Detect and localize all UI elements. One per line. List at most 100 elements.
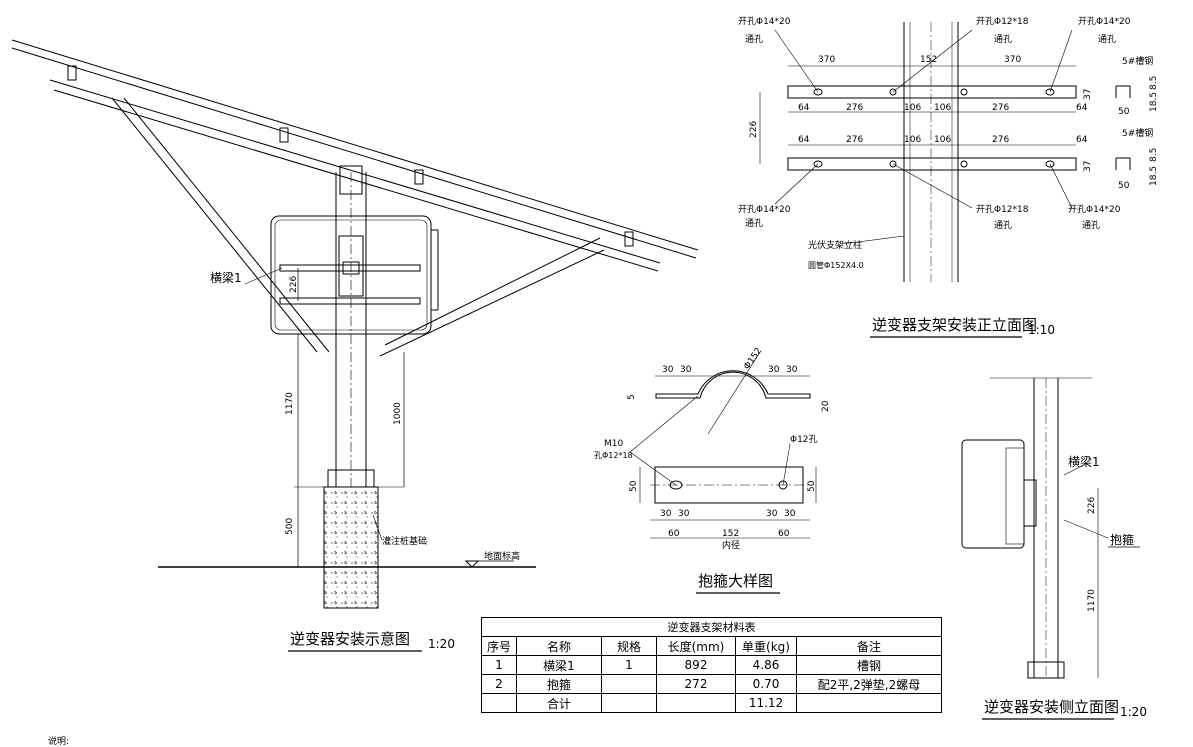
- table-cell: [656, 693, 736, 713]
- front-elevation-text: 开孔Φ14*20 通孔 开孔Φ12*18 通孔 开孔Φ14*20 通孔 开孔Φ1…: [738, 16, 1159, 338]
- front-dim-37-a: 37: [1083, 89, 1093, 100]
- front-dim-106-c: 106: [904, 135, 921, 145]
- main-view-text: 横梁1 226 1170 1000 500 灌注桩基础 地面标高 逆变器安装示意…: [210, 270, 520, 652]
- clamp-profile: [655, 370, 811, 399]
- front-dim-370-right: 370: [1004, 55, 1021, 65]
- mount-bracket: [338, 235, 364, 297]
- table-cell: 抱箍: [516, 674, 602, 694]
- table-cell: 合计: [516, 693, 602, 713]
- front-dim-276-b: 276: [992, 103, 1009, 113]
- hole-a-bottom-left: 开孔Φ14*20: [738, 204, 791, 215]
- front-dim-106-d: 106: [934, 135, 951, 145]
- front-dim-276-a: 276: [846, 103, 863, 113]
- header-cell: 规格: [601, 636, 657, 656]
- header-cell: 名称: [516, 636, 602, 656]
- ground-level-symbol: [464, 560, 480, 568]
- main-dim-500: 500: [285, 518, 295, 535]
- clamp-dia-152: Φ152: [742, 346, 764, 372]
- module-rail-bottom: [11, 47, 697, 259]
- channel-section-upper: [1115, 85, 1131, 98]
- clamp-detail-title: 抱箍大样图: [698, 572, 773, 590]
- table-cell: 1: [601, 655, 657, 675]
- through-hole-bottom-right: 通孔: [1082, 220, 1100, 231]
- clamp-detail-text: 30 30 30 30 Φ152 5 20 M10 孔Φ12*18 Φ12孔 5…: [594, 346, 831, 594]
- table-cell: 272: [656, 674, 736, 694]
- clamp-dim-30-d: 30: [786, 365, 798, 375]
- table-cell: 横梁1: [516, 655, 602, 675]
- front-dim-276-d: 276: [992, 135, 1009, 145]
- table-cell: 2: [481, 674, 517, 694]
- clamp-dim-50-right: 50: [807, 480, 817, 492]
- header-cell: 单重(kg): [735, 636, 797, 656]
- clamp-dim-60-left: 60: [668, 529, 680, 539]
- clamp-dim-30-e: 30: [660, 509, 672, 519]
- channel-dim-18-5-a: 18.5: [1149, 92, 1159, 112]
- front-dim-64-a: 64: [798, 103, 810, 113]
- left-brace: [111, 97, 318, 353]
- material-table: 逆变器支架材料表 序号 名称 规格 长度(mm) 单重(kg) 备注 1 横梁1…: [481, 617, 942, 713]
- table-cell: [481, 693, 517, 713]
- main-dim-1170: 1170: [285, 392, 295, 415]
- clamp-dim-152: 152: [722, 529, 739, 539]
- hole-b-top: 开孔Φ12*18: [976, 16, 1029, 27]
- table-cell: [796, 693, 942, 713]
- channel-dim-8-5-b: 8.5: [1149, 148, 1159, 162]
- side-elevation-title: 逆变器安装侧立面图: [984, 698, 1119, 716]
- notes-label: 说明:: [48, 735, 69, 747]
- clamp-dim-20: 20: [821, 400, 831, 412]
- channel-label-upper: 5#槽钢: [1122, 55, 1153, 67]
- clamp-hole-12x18: 孔Φ12*18: [594, 451, 633, 460]
- channel-dim-8-5-a: 8.5: [1149, 76, 1159, 90]
- side-dim-226: 226: [1087, 497, 1097, 514]
- side-base-plate: [1027, 661, 1065, 679]
- hole-a-top-right: 开孔Φ14*20: [1078, 16, 1131, 27]
- material-table-header-row: 序号 名称 规格 长度(mm) 单重(kg) 备注: [481, 636, 942, 656]
- column-label: 光伏支架立柱: [808, 239, 862, 251]
- foundation-label: 灌注桩基础: [382, 535, 427, 547]
- front-dim-370-left: 370: [818, 55, 835, 65]
- main-view-scale: 1:20: [428, 637, 455, 651]
- table-row: 2 抱箍 272 0.70 配2平,2弹垫,2螺母: [481, 674, 942, 694]
- header-cell: 备注: [796, 636, 942, 656]
- front-elevation-scale: 1:10: [1028, 323, 1055, 337]
- side-dim-1170: 1170: [1087, 589, 1097, 612]
- ground-level-label: 地面标高: [484, 550, 520, 562]
- table-cell: 892: [656, 655, 736, 675]
- clamp-dim-30-g: 30: [766, 509, 778, 519]
- clamp-detail: [629, 351, 817, 539]
- side-bracket: [1023, 479, 1037, 527]
- channel-dim-50-b: 50: [1118, 181, 1130, 191]
- table-cell: 配2平,2弹垫,2螺母: [796, 674, 942, 694]
- header-cell: 序号: [481, 636, 517, 656]
- table-cell: 1: [481, 655, 517, 675]
- side-clamp-label: 抱箍: [1110, 532, 1134, 547]
- hole-a-top-left: 开孔Φ14*20: [738, 16, 791, 27]
- side-elevation: [961, 377, 1109, 679]
- clamp-dim-30-b: 30: [680, 365, 692, 375]
- table-row-total: 合计 11.12: [481, 693, 942, 713]
- right-brace: [384, 237, 601, 346]
- through-hole-top-mid: 通孔: [994, 34, 1012, 45]
- main-dim-226: 226: [289, 276, 299, 293]
- front-dim-106-b: 106: [934, 103, 951, 113]
- channel-dim-50-a: 50: [1118, 107, 1130, 117]
- side-beam-label: 横梁1: [1068, 454, 1100, 469]
- front-elevation: [759, 22, 1131, 282]
- table-cell: [601, 693, 657, 713]
- header-cell: 长度(mm): [656, 636, 736, 656]
- rail-clamps: [67, 65, 634, 247]
- clamp-hole-12: Φ12孔: [790, 434, 818, 445]
- front-channel-upper: [787, 85, 1077, 99]
- column-head: [339, 165, 363, 195]
- main-beam-label: 横梁1: [210, 270, 242, 285]
- front-dim-226: 226: [749, 121, 759, 138]
- clamp-m10: M10: [604, 439, 623, 449]
- clamp-dim-5: 5: [627, 394, 637, 400]
- main-view: [11, 39, 699, 609]
- pile-foundation: [323, 486, 379, 609]
- clamp-dim-30-h: 30: [784, 509, 796, 519]
- side-inverter-body: [961, 439, 1025, 549]
- column-spec: 圆管Φ152X4.0: [808, 260, 864, 270]
- main-view-title: 逆变器安装示意图: [290, 630, 410, 648]
